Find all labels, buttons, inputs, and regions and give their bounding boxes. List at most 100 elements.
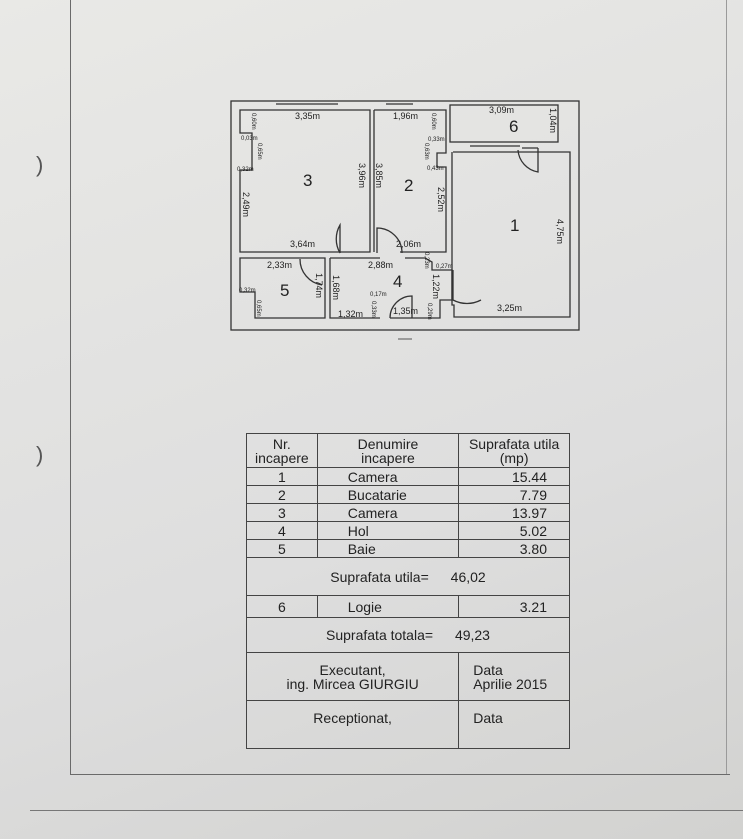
- dimension-label: 2,88m: [368, 260, 393, 270]
- cell-name: Baie: [316, 539, 460, 558]
- dimension-label: 1,74m: [314, 273, 324, 298]
- dimension-label: 1,22m: [431, 274, 441, 299]
- useful-area-value: 46,02: [450, 568, 486, 585]
- area-table: Nr. incapere Denumire incapere Suprafata…: [245, 433, 570, 749]
- cell-area: 7.79: [458, 485, 570, 504]
- dimension-label: 2,49m: [241, 192, 251, 217]
- total-area-label: Suprafata totala=: [326, 627, 434, 643]
- dimension-label: 3,85m: [374, 163, 384, 188]
- useful-area-cell: Suprafata utila= 46,02: [246, 557, 570, 596]
- room-number: 2: [404, 176, 413, 195]
- dimension-label: 0,60m: [430, 113, 436, 130]
- dimension-label: 1,35m: [393, 306, 418, 316]
- executant-date-cell: Data Aprilie 2015: [458, 652, 570, 701]
- dimension-label: 2,52m: [436, 187, 446, 212]
- floor-plan: 3 2 6 1 4 5 3,35m 1,96m 3,09m 1,04m 0,60…: [230, 100, 580, 340]
- dimension-label: 0,32m: [239, 288, 256, 294]
- dimension-label: 1,96m: [393, 111, 418, 121]
- executant-cell: Executant, ing. Mircea GIURGIU: [245, 652, 460, 701]
- dimension-label: 0,32m: [237, 167, 254, 173]
- paper-frame-bottom: [70, 774, 730, 775]
- cell-area: 3.21: [458, 595, 570, 618]
- total-area-value: 49,23: [454, 627, 490, 643]
- paper-frame-right: [726, 0, 727, 775]
- room-1-outline: [451, 151, 571, 318]
- dimension-label: 1,68m: [331, 275, 341, 300]
- dimension-label: 3,35m: [295, 111, 320, 121]
- cell-nr: 1: [246, 467, 318, 486]
- room-4-outline: [329, 257, 453, 319]
- useful-area-row: Suprafata utila= 46,02: [246, 557, 570, 596]
- room-number: 4: [393, 272, 402, 291]
- date-label: Data: [473, 661, 503, 678]
- dimension-label: 0,03m: [241, 136, 258, 142]
- door-3: [335, 222, 341, 254]
- received-label: Receptionat,: [245, 700, 460, 749]
- room-number: 3: [303, 171, 312, 190]
- plan-outer-wall: [230, 100, 580, 331]
- cell-name: Hol: [316, 521, 460, 540]
- dimension-label: 3,09m: [489, 105, 514, 115]
- room-3-outline: [239, 109, 371, 253]
- dimension-label: 0,29m: [426, 303, 432, 320]
- cell-nr: 6: [246, 595, 318, 618]
- dimension-label: 0,63m: [423, 143, 429, 160]
- door-2: [376, 227, 403, 254]
- dimension-label: 1,32m: [338, 309, 363, 319]
- punch-mark: ): [36, 152, 44, 177]
- header-area: Suprafata utila (mp): [458, 433, 570, 468]
- room-number: 6: [509, 117, 518, 136]
- cell-name: Camera: [316, 503, 460, 522]
- dimension-label: 2,06m: [396, 239, 421, 249]
- cell-name: Bucatarie: [316, 485, 460, 504]
- cell-area: 15.44: [458, 467, 570, 486]
- date-value: Aprilie 2015: [473, 675, 548, 692]
- dimension-label: 4,75m: [555, 219, 565, 244]
- dimension-label: 0,65m: [255, 300, 261, 317]
- dimension-label: 0,23m: [423, 252, 429, 269]
- received-row: Receptionat, Data: [245, 700, 570, 749]
- dimension-label: 0,65m: [256, 143, 262, 160]
- dimension-label: 0,27m: [436, 264, 453, 270]
- cell-name: Logie: [316, 595, 460, 618]
- cell-area: 3.80: [458, 539, 570, 558]
- dimension-label: 0,43m: [427, 166, 444, 172]
- punch-mark: ): [36, 442, 44, 467]
- received-date-label: Data: [458, 700, 570, 749]
- dimension-label: 3,25m: [497, 303, 522, 313]
- room-numbers: 3 2 6 1 4 5: [280, 117, 519, 300]
- useful-area-label: Suprafata utila=: [330, 568, 429, 585]
- dimension-label: 2,33m: [267, 260, 292, 270]
- dimension-label: 3,96m: [357, 163, 367, 188]
- executant-row: Executant, ing. Mircea GIURGIU Data Apri…: [245, 652, 570, 701]
- room-2-outline: [373, 109, 447, 253]
- executant-name: ing. Mircea GIURGIU: [286, 675, 419, 692]
- cell-nr: 3: [246, 503, 318, 522]
- paper-frame-left: [70, 0, 71, 775]
- dimension-label: 0,60m: [250, 113, 256, 130]
- cell-area: 5.02: [458, 521, 570, 540]
- room-number: 1: [510, 216, 519, 235]
- door-5: [299, 258, 323, 286]
- dimension-label: 0,33m: [428, 137, 445, 143]
- header-name: Denumire incapere: [316, 433, 460, 468]
- cell-nr: 5: [246, 539, 318, 558]
- header-nr: Nr. incapere: [246, 433, 318, 468]
- total-area-cell: Suprafata totala= 49,23: [246, 617, 570, 653]
- door-1b: [452, 270, 482, 305]
- door-1: [517, 147, 539, 173]
- dimension-label: 3,64m: [290, 239, 315, 249]
- room-5-outline: [239, 257, 326, 319]
- dimension-labels: 3,35m 1,96m 3,09m 1,04m 0,60m 0,03m 0,65…: [237, 105, 565, 320]
- room-number: 5: [280, 281, 289, 300]
- room-6-outline: [449, 104, 559, 143]
- cell-nr: 4: [246, 521, 318, 540]
- cell-name: Camera: [316, 467, 460, 486]
- dimension-label: 1,04m: [548, 108, 558, 133]
- paper-edge: [30, 810, 743, 811]
